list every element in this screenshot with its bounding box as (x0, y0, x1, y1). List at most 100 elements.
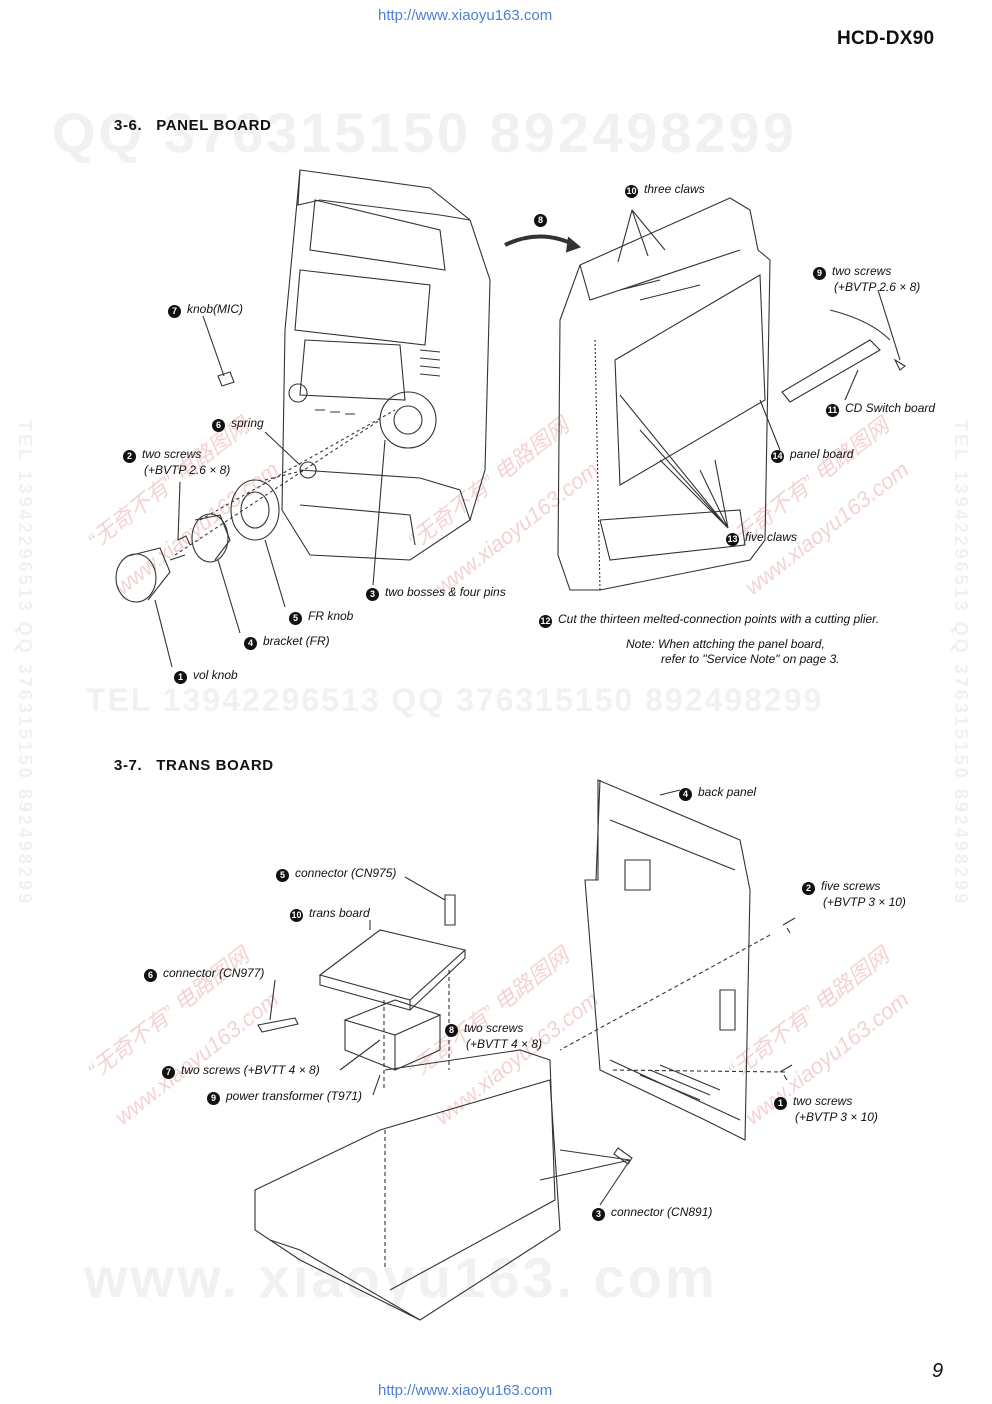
callout-cd-switch-board: 11 CD Switch board (826, 401, 935, 417)
callout-subtext: (+BVTP 3 × 10) (823, 895, 906, 909)
callout-text: connector (CN891) (611, 1205, 713, 1219)
callout-text: two bosses & four pins (385, 585, 506, 599)
callout-text: vol knob (193, 668, 238, 682)
callout-number: 11 (826, 404, 839, 417)
callout-two-screws-bvtp: 1 two screws (+BVTP 3 × 10) (774, 1094, 878, 1125)
callout-text: five claws (745, 530, 798, 544)
callout-connector-cn891: 3 connector (CN891) (592, 1205, 712, 1221)
back-panel-drawing (584, 779, 751, 1141)
cn977-connector-part (257, 1017, 299, 1033)
mic-knob-part (217, 371, 235, 387)
callout-text: two screws (832, 264, 892, 278)
front-unit-drawing (281, 169, 491, 561)
section-number: 3-6. (114, 117, 143, 134)
section-title: PANEL BOARD (156, 117, 272, 134)
section-heading-trans-board: 3-7. TRANS BOARD (114, 757, 274, 774)
note-line-2: refer to "Service Note" on page 3. (661, 652, 840, 666)
callout-two-screws-bvtt-left: 7 two screws (+BVTT 4 × 8) (162, 1063, 320, 1079)
service-note: Note: When attching the panel board, ref… (626, 637, 840, 667)
source-url-top[interactable]: http://www.xiaoyu163.com (378, 7, 553, 24)
callout-text: two screws (793, 1094, 853, 1108)
callout-subtext: (+BVTT 4 × 8) (466, 1037, 543, 1051)
callout-number: 5 (276, 869, 289, 882)
page-number: 9 (932, 1360, 944, 1382)
callout-text: Cut the thirteen melted-connection point… (558, 612, 880, 626)
callout-number: 6 (212, 419, 225, 432)
callout-text: two screws (142, 447, 202, 461)
callout-number: 8 (445, 1024, 458, 1037)
callout-number: 12 (539, 615, 552, 628)
callout-fr-knob: 5 FR knob (289, 609, 353, 625)
callout-number: 4 (244, 637, 257, 650)
callout-number: 10 (290, 909, 303, 922)
callout-connector-cn975: 5 connector (CN975) (276, 866, 396, 882)
callout-text: spring (231, 416, 264, 430)
callout-text: two screws (+BVTT 4 × 8) (181, 1063, 320, 1077)
callout-number: 5 (289, 612, 302, 625)
callout-text: bracket (FR) (263, 634, 330, 648)
transformer-drawing (343, 999, 442, 1071)
section-number: 3-7. (114, 757, 143, 774)
callout-text: CD Switch board (845, 401, 936, 415)
source-url-bottom[interactable]: http://www.xiaoyu163.com (378, 1382, 553, 1399)
callout-text: trans board (309, 906, 370, 920)
watermark-vertical-left: TEL 13942296513 QQ 376315150 892498299 (15, 420, 35, 906)
callout-subtext: (+BVTP 3 × 10) (795, 1110, 878, 1124)
callout-five-screws: 2 five screws (+BVTP 3 × 10) (802, 879, 906, 910)
cd-switch-board-part (781, 339, 881, 403)
section-heading-panel-board: 3-6. PANEL BOARD (114, 117, 271, 134)
callout-vol-knob: 1 vol knob (174, 668, 238, 684)
callout-two-screws-cd: 9 two screws (+BVTP 2.6 × 8) (813, 264, 920, 295)
callout-text: connector (CN975) (295, 866, 397, 880)
chassis-bottom-drawing (254, 1049, 561, 1321)
callout-number: 1 (174, 671, 187, 684)
callout-number: 3 (592, 1208, 605, 1221)
callout-subtext: (+BVTP 2.6 × 8) (144, 463, 231, 477)
callout-number: 2 (123, 450, 136, 463)
callout-spring: 6 spring (212, 416, 264, 432)
callout-number: 2 (802, 882, 815, 895)
note-line-1: Note: When attching the panel board, (626, 637, 825, 651)
callout-knob-mic: 7 knob(MIC) (168, 302, 243, 318)
callout-two-screws-front: 2 two screws (+BVTP 2.6 × 8) (123, 447, 230, 478)
model-number: HCD-DX90 (837, 28, 935, 49)
callout-bosses-pins: 3 two bosses & four pins (366, 585, 506, 601)
callout-number: 7 (168, 305, 181, 318)
callout-power-transformer: 9 power transformer (T971) (207, 1089, 362, 1105)
callout-step-8: 8 (534, 211, 553, 227)
callout-number: 8 (534, 214, 547, 227)
callout-text: knob(MIC) (187, 302, 244, 316)
callout-cut-points: 12 Cut the thirteen melted-connection poi… (539, 612, 879, 628)
callout-number: 7 (162, 1066, 175, 1079)
callout-number: 6 (144, 969, 157, 982)
cn891-connector-part (613, 1147, 633, 1165)
watermark-www: www. xiaoyu163. com (84, 1246, 718, 1309)
callout-number: 3 (366, 588, 379, 601)
callout-number: 1 (774, 1097, 787, 1110)
callout-number: 9 (207, 1092, 220, 1105)
callout-subtext: (+BVTP 2.6 × 8) (834, 280, 921, 294)
callout-text: back panel (698, 785, 757, 799)
callout-bracket-fr: 4 bracket (FR) (244, 634, 330, 650)
callout-text: three claws (644, 182, 705, 196)
callout-number: 9 (813, 267, 826, 280)
watermark-tel: TEL 13942296513 QQ 376315150 892498299 (86, 682, 824, 718)
callout-text: connector (CN977) (163, 966, 265, 980)
callout-number: 13 (726, 533, 739, 546)
callout-trans-board: 10 trans board (290, 906, 370, 922)
callout-text: power transformer (T971) (226, 1089, 363, 1103)
watermark-vertical-right: TEL 13942296513 QQ 376315150 892498299 (951, 420, 971, 906)
callout-text: FR knob (308, 609, 354, 623)
callout-text: panel board (790, 447, 854, 461)
callout-text: five screws (821, 879, 881, 893)
section-title: TRANS BOARD (156, 757, 274, 774)
callout-connector-cn977: 6 connector (CN977) (144, 966, 264, 982)
chassis-rear-drawing (557, 197, 771, 591)
callout-number: 10 (625, 185, 638, 198)
callout-five-claws: 13 five claws (726, 530, 797, 546)
callout-three-claws: 10 three claws (625, 182, 705, 198)
